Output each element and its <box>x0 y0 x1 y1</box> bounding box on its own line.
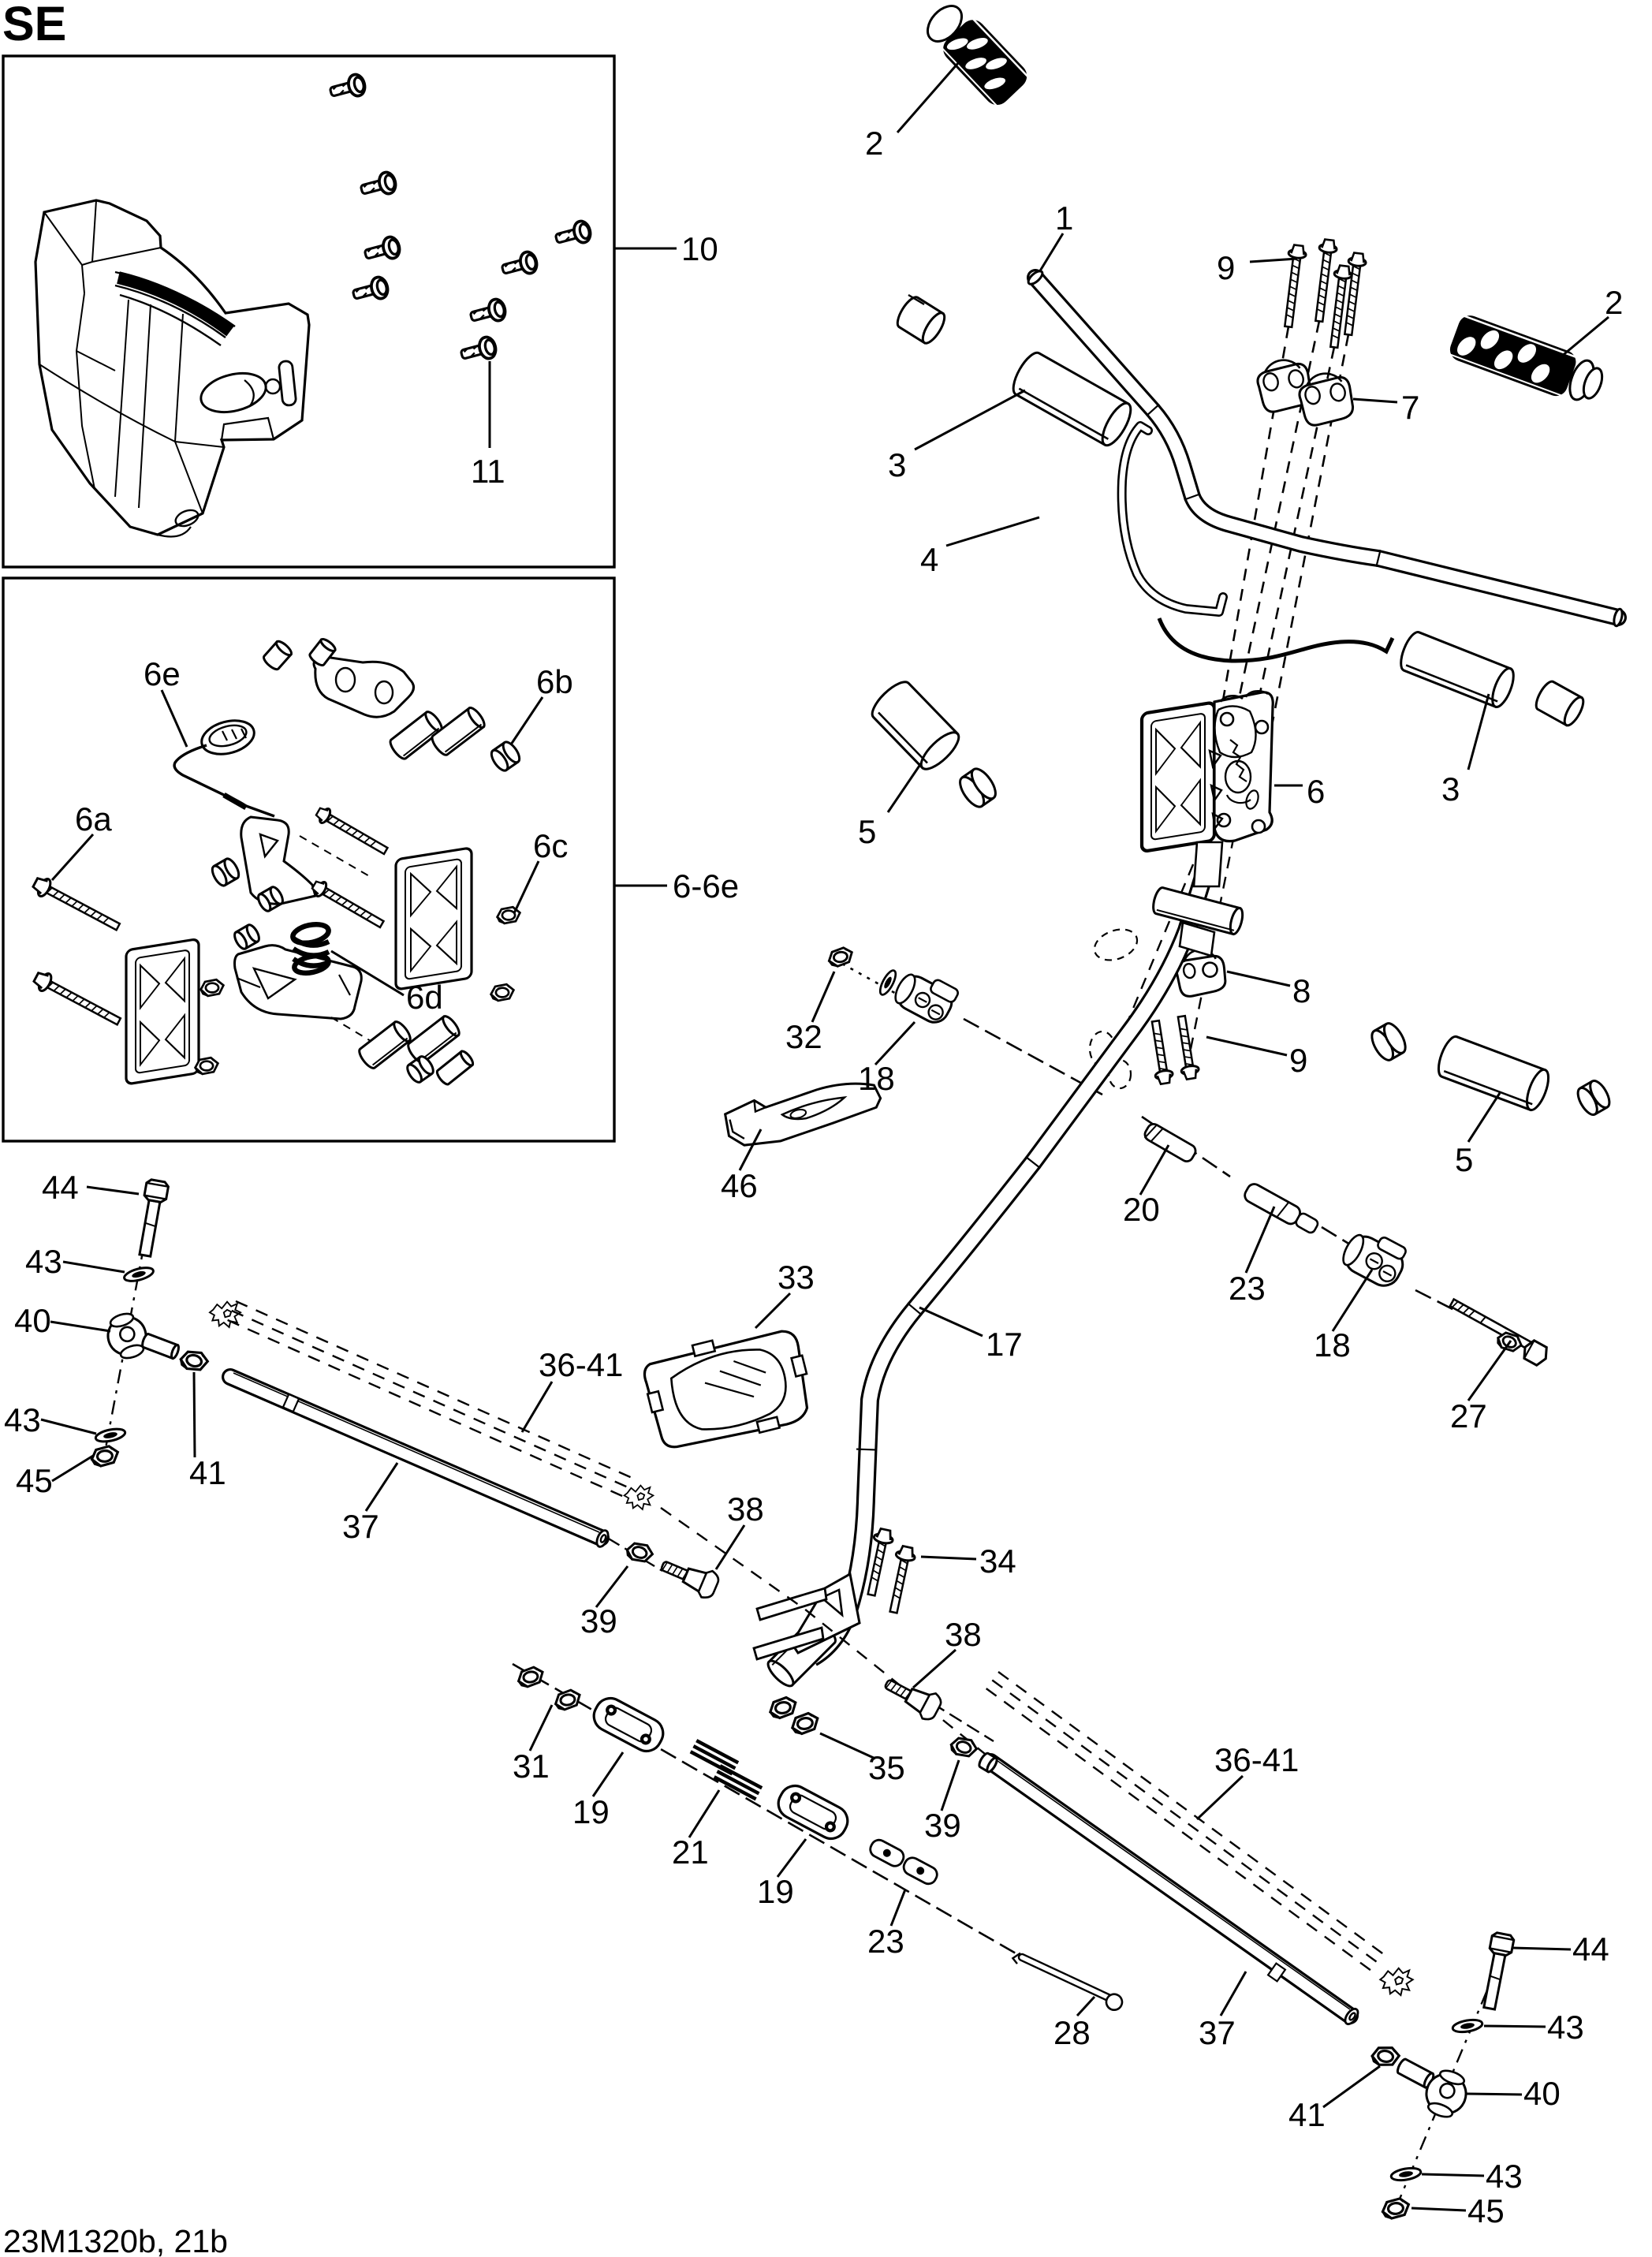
svg-text:40: 40 <box>14 1302 51 1339</box>
svg-text:6b: 6b <box>536 663 573 700</box>
svg-text:10: 10 <box>681 230 718 267</box>
svg-text:11: 11 <box>471 453 505 490</box>
svg-text:23: 23 <box>867 1923 904 1960</box>
svg-text:6-6e: 6-6e <box>673 867 739 905</box>
svg-text:6a: 6a <box>75 800 112 838</box>
svg-text:43: 43 <box>4 1401 41 1438</box>
svg-text:38: 38 <box>727 1490 764 1528</box>
svg-text:18: 18 <box>858 1060 895 1097</box>
svg-text:32: 32 <box>785 1018 822 1055</box>
svg-text:8: 8 <box>1292 972 1311 1009</box>
svg-text:38: 38 <box>945 1616 982 1653</box>
svg-text:6c: 6c <box>533 827 568 864</box>
svg-text:1: 1 <box>1055 200 1073 237</box>
svg-text:6d: 6d <box>406 979 443 1016</box>
svg-text:44: 44 <box>1572 1931 1609 1968</box>
svg-text:9: 9 <box>1217 249 1235 286</box>
svg-text:20: 20 <box>1123 1191 1160 1228</box>
svg-text:2: 2 <box>865 125 883 162</box>
svg-text:37: 37 <box>1199 2014 1236 2051</box>
svg-text:41: 41 <box>1288 2096 1326 2133</box>
svg-text:31: 31 <box>513 1748 550 1785</box>
svg-text:39: 39 <box>924 1807 961 1844</box>
svg-text:35: 35 <box>868 1749 905 1786</box>
svg-text:SE: SE <box>2 0 66 50</box>
svg-text:23M1320b, 21b: 23M1320b, 21b <box>3 2223 228 2257</box>
svg-text:21: 21 <box>672 1834 709 1871</box>
svg-text:33: 33 <box>778 1259 815 1296</box>
svg-text:19: 19 <box>572 1793 610 1830</box>
svg-text:4: 4 <box>920 541 938 578</box>
svg-text:37: 37 <box>342 1508 379 1545</box>
svg-text:41: 41 <box>189 1454 226 1491</box>
svg-text:23: 23 <box>1229 1270 1266 1307</box>
svg-text:27: 27 <box>1450 1397 1487 1434</box>
svg-text:3: 3 <box>1441 770 1460 808</box>
svg-text:28: 28 <box>1053 2014 1091 2051</box>
svg-text:6: 6 <box>1307 773 1325 810</box>
svg-text:36-41: 36-41 <box>539 1346 623 1383</box>
svg-text:44: 44 <box>42 1169 79 1206</box>
svg-text:43: 43 <box>25 1243 62 1280</box>
svg-text:46: 46 <box>721 1167 758 1204</box>
svg-text:43: 43 <box>1547 2009 1584 2046</box>
svg-text:5: 5 <box>858 813 876 850</box>
svg-text:17: 17 <box>986 1326 1023 1363</box>
svg-text:40: 40 <box>1523 2075 1561 2112</box>
svg-text:43: 43 <box>1486 2158 1523 2195</box>
svg-text:19: 19 <box>757 1873 794 1910</box>
svg-text:34: 34 <box>979 1543 1016 1580</box>
svg-text:9: 9 <box>1289 1042 1307 1079</box>
svg-text:6e: 6e <box>144 655 181 692</box>
svg-text:3: 3 <box>888 446 906 483</box>
svg-text:45: 45 <box>16 1462 53 1499</box>
svg-text:18: 18 <box>1314 1326 1351 1364</box>
svg-text:39: 39 <box>580 1602 617 1640</box>
svg-text:5: 5 <box>1455 1141 1473 1178</box>
svg-text:36-41: 36-41 <box>1214 1741 1299 1778</box>
svg-text:7: 7 <box>1401 389 1419 426</box>
svg-text:45: 45 <box>1467 2192 1505 2229</box>
svg-text:2: 2 <box>1605 284 1623 321</box>
